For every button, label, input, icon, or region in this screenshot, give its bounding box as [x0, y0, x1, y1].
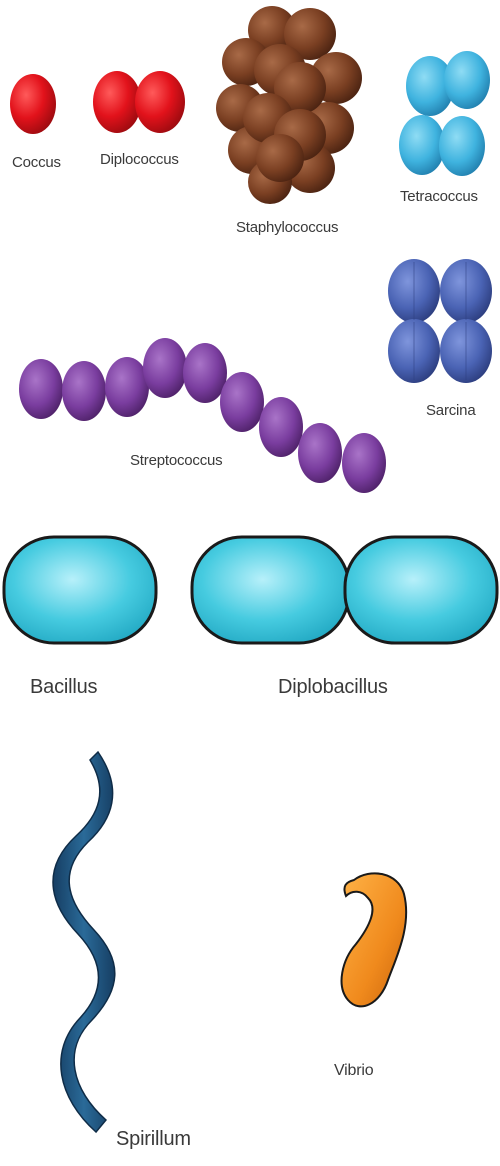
vibrio-body — [342, 873, 407, 1006]
diplobacillus-rod-right — [345, 537, 497, 643]
diplococcus-sphere-left — [93, 71, 141, 133]
strepto-sphere — [342, 433, 386, 493]
label-spirillum: Spirillum — [116, 1128, 191, 1151]
coccus-cell — [10, 74, 56, 134]
tetracoccus-sphere — [439, 116, 485, 176]
label-vibrio: Vibrio — [334, 1062, 373, 1080]
label-streptococcus: Streptococcus — [130, 452, 222, 469]
label-diplococcus: Diplococcus — [100, 151, 179, 168]
strepto-sphere — [183, 343, 227, 403]
tetracoccus-cells — [399, 51, 490, 176]
diplococcus-sphere-right — [135, 71, 185, 133]
diplococcus-cells — [93, 71, 185, 133]
coccus-sphere — [10, 74, 56, 134]
strepto-sphere — [259, 397, 303, 457]
label-sarcina: Sarcina — [426, 402, 475, 419]
streptococcus-chain — [19, 338, 386, 493]
staph-sphere — [256, 134, 304, 182]
label-tetracoccus: Tetracoccus — [400, 188, 478, 205]
staphylococcus-cluster — [216, 6, 362, 204]
spirillum-cell — [53, 752, 115, 1132]
strepto-sphere — [220, 372, 264, 432]
strepto-sphere — [105, 357, 149, 417]
label-staphylococcus: Staphylococcus — [236, 219, 338, 236]
label-coccus: Coccus — [12, 154, 61, 171]
bacillus-cell — [4, 537, 156, 643]
spirillum-body — [53, 752, 115, 1132]
strepto-sphere — [298, 423, 342, 483]
sarcina-cells — [388, 259, 492, 383]
strepto-sphere — [143, 338, 187, 398]
diplobacillus-rod-left — [192, 537, 349, 643]
diplobacillus-cells — [192, 537, 497, 643]
bacillus-rod — [4, 537, 156, 643]
strepto-sphere — [62, 361, 106, 421]
vibrio-cell — [342, 873, 407, 1006]
label-diplobacillus: Diplobacillus — [278, 676, 388, 699]
tetracoccus-sphere — [399, 115, 445, 175]
label-bacillus: Bacillus — [30, 676, 97, 699]
tetracoccus-sphere — [444, 51, 490, 109]
strepto-sphere — [19, 359, 63, 419]
